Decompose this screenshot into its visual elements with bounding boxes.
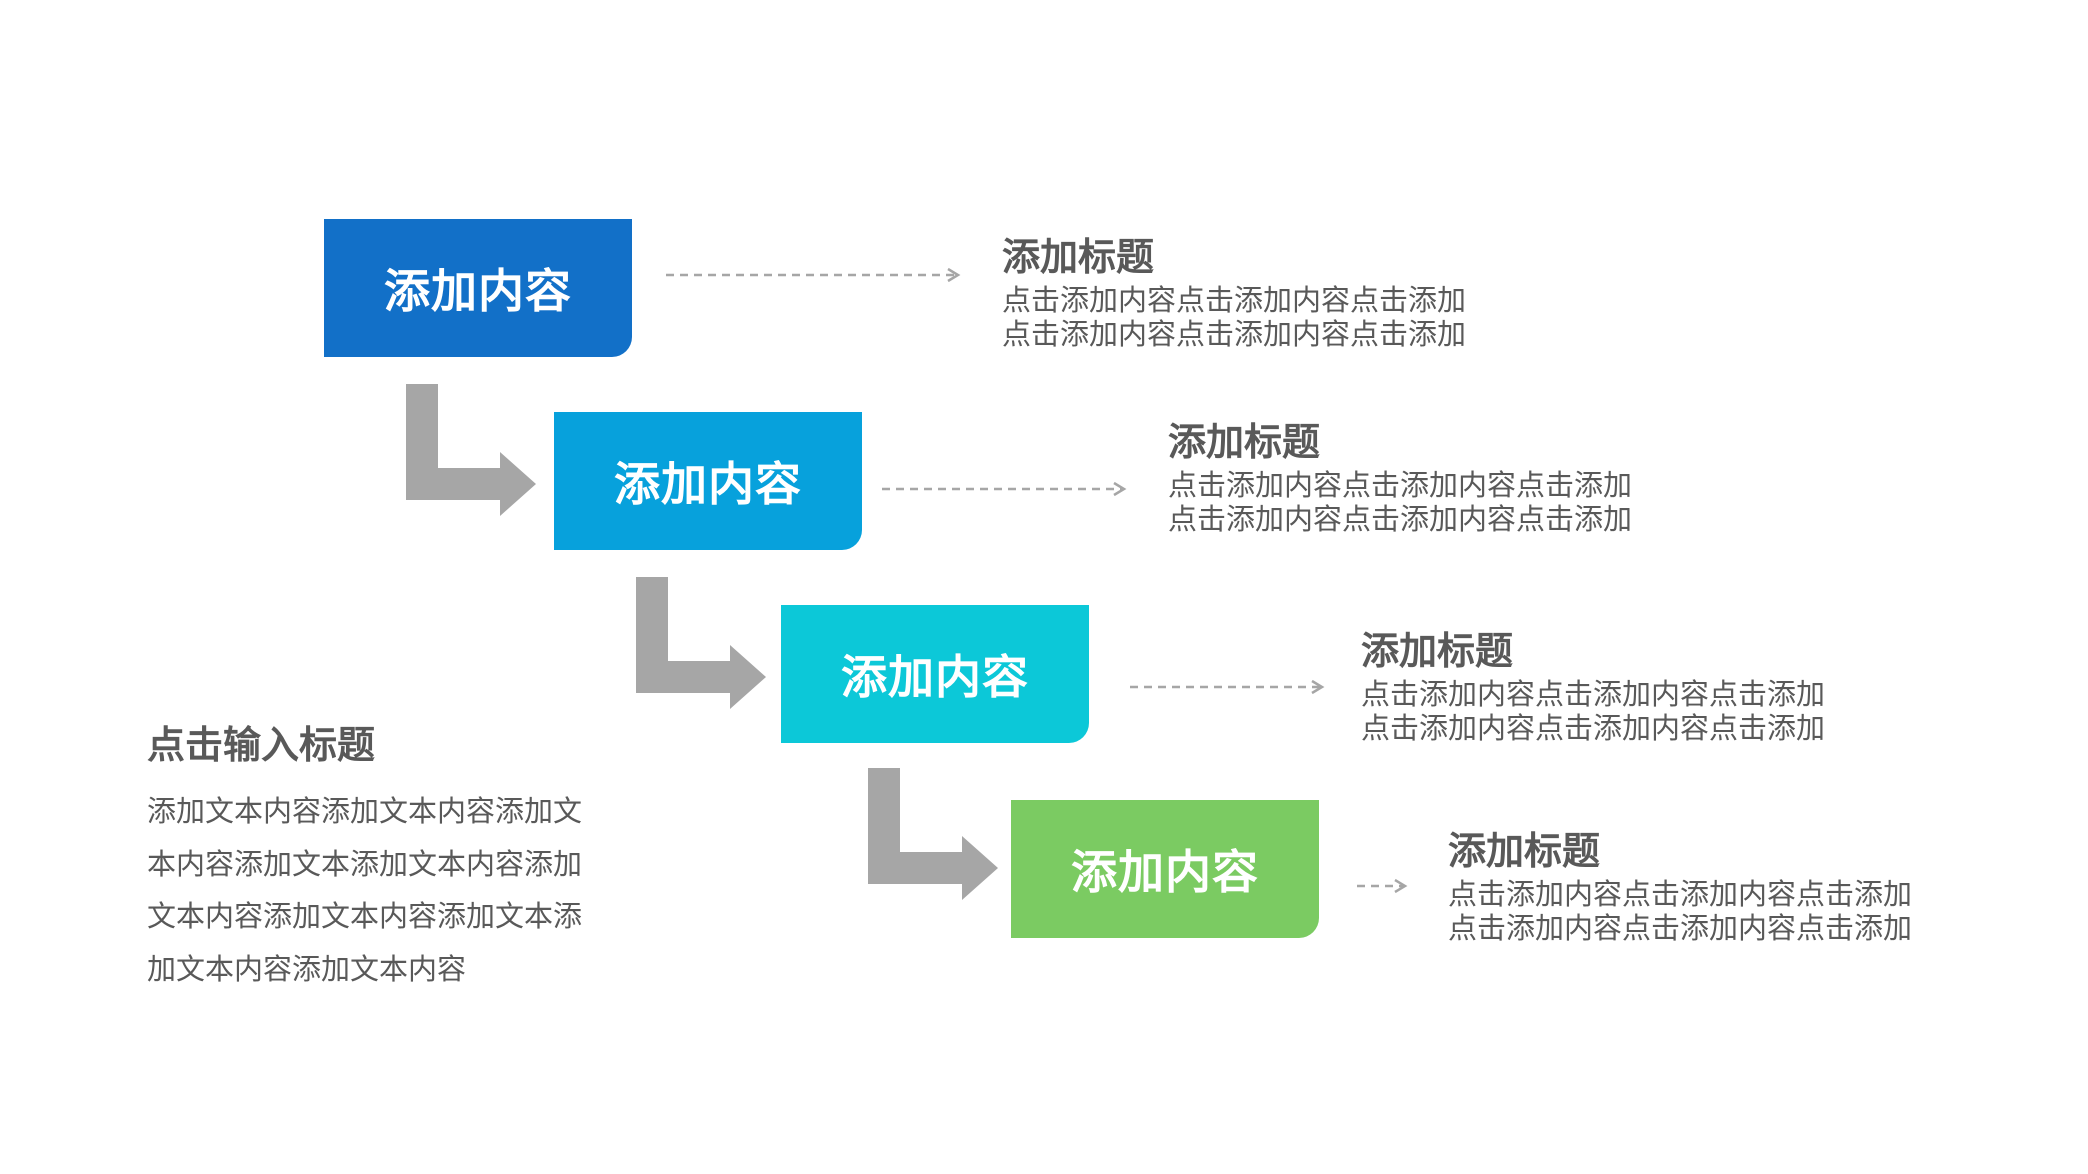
step-box-2: 添加内容: [554, 412, 862, 550]
connector-4-icon: [1357, 878, 1408, 894]
step-title-3: 添加标题: [1361, 629, 1514, 673]
step-box-4: 添加内容: [1011, 800, 1319, 938]
step-label-3: 添加内容: [841, 650, 1029, 704]
step-label-2: 添加内容: [614, 457, 802, 511]
step-desc-4-line-2: 点击添加内容点击添加内容点击添加: [1448, 911, 1913, 945]
step-label-4: 添加内容: [1071, 845, 1259, 899]
step-desc-3-line-2: 点击添加内容点击添加内容点击添加: [1361, 711, 1826, 745]
elbow-arrow-2-icon: [636, 577, 766, 709]
step-title-4: 添加标题: [1448, 829, 1601, 873]
step-box-3: 添加内容: [781, 605, 1089, 743]
step-desc-2-line-1: 点击添加内容点击添加内容点击添加: [1168, 468, 1633, 502]
step-desc-1-line-2: 点击添加内容点击添加内容点击添加: [1002, 317, 1467, 351]
step-desc-4-line-1: 点击添加内容点击添加内容点击添加: [1448, 877, 1913, 911]
step-desc-3-line-1: 点击添加内容点击添加内容点击添加: [1361, 677, 1826, 711]
step-box-1: 添加内容: [324, 219, 632, 357]
step-title-1: 添加标题: [1002, 235, 1155, 279]
connector-3-icon: [1130, 679, 1325, 695]
elbow-arrow-1-icon: [406, 384, 536, 516]
connector-2-icon: [882, 481, 1127, 497]
step-title-2: 添加标题: [1168, 420, 1321, 464]
step-label-1: 添加内容: [384, 264, 572, 318]
step-desc-2-line-2: 点击添加内容点击添加内容点击添加: [1168, 502, 1633, 536]
elbow-arrow-3-icon: [868, 768, 998, 900]
side-text-line-3: 文本内容添加文本内容添加文本添: [147, 899, 583, 933]
side-title: 点击输入标题: [147, 723, 376, 767]
connector-1-icon: [666, 267, 961, 283]
step-desc-1-line-1: 点击添加内容点击添加内容点击添加: [1002, 283, 1467, 317]
side-text-line-2: 本内容添加文本添加文本内容添加: [147, 847, 583, 881]
side-text-line-1: 添加文本内容添加文本内容添加文: [147, 794, 583, 828]
side-text-line-4: 加文本内容添加文本内容: [147, 952, 467, 986]
